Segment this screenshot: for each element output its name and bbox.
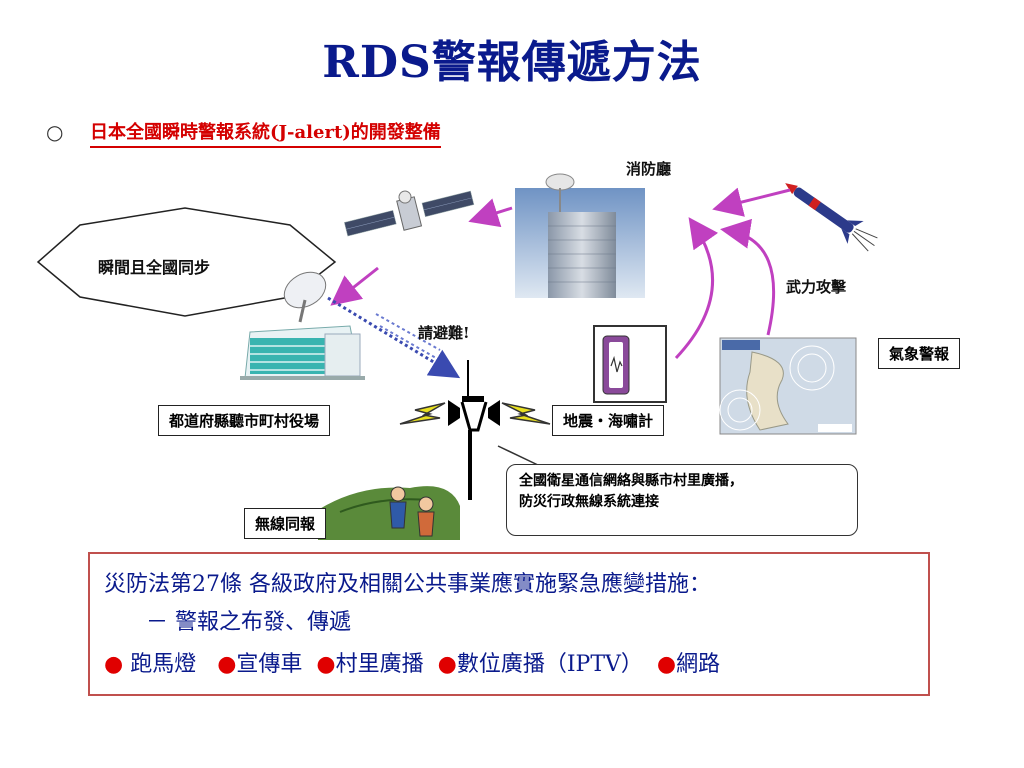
arrow-missile-to-fire: [712, 187, 791, 217]
arrow-weather-to-fire: [720, 218, 776, 336]
law-item: 宣傳車: [236, 652, 303, 677]
callout-network: 全國衛星通信網絡與縣市村里廣播， 防災行政無線系統連接: [506, 464, 858, 536]
law-item: 跑馬燈: [130, 652, 197, 677]
arrow-satellite-to-dish: [330, 266, 379, 306]
signal-dotted-1: [327, 296, 461, 379]
law-item: 網路: [676, 652, 721, 677]
satellite-dish-icon: [283, 271, 327, 323]
hikers-illustration: [318, 486, 460, 540]
callout-pointer: [497, 445, 541, 467]
law-item: 村里廣播: [335, 652, 424, 677]
bullet-dot: ●: [656, 652, 677, 677]
bullet-dot: ●: [104, 652, 124, 677]
bullet-dot: ●: [437, 652, 457, 677]
missile-icon: [785, 183, 878, 252]
signal-dotted-3: [379, 325, 437, 359]
label-wireless-broadcast: 無線同報: [244, 508, 327, 539]
label-municipal-office: 都道府縣聽市町村役場: [158, 405, 331, 436]
law-box: 災防法第27條 各級政府及相關公共事業應實施緊急應變措施： － 警報之布發、傳遞…: [88, 552, 930, 696]
speaker-tower-icon: [448, 360, 500, 500]
label-weather-warning: 氣象警報: [878, 338, 961, 369]
law-item: 數位廣播（IPTV）: [456, 652, 643, 677]
fire-agency-building: [515, 173, 645, 298]
subtitle: 日本全國瞬時警報系統(J-alert)的開發整備: [90, 118, 441, 148]
callout-line-1: 全國衛星通信網絡與縣市村里廣播，: [519, 473, 743, 489]
label-fire-agency: 消防廳: [626, 160, 672, 178]
law-line-2: － 警報之布發、傳遞: [146, 610, 351, 635]
lightning-left: [399, 402, 446, 425]
seismometer-icon: [593, 325, 667, 403]
label-armed-attack: 武力攻擊: [786, 278, 847, 296]
weather-map-image: [719, 337, 857, 435]
lightning-right: [501, 402, 551, 425]
bullet-dot: ●: [316, 652, 336, 677]
law-items-row: ● 跑馬燈 ●宣傳車 ●村里廣播 ●數位廣播（IPTV） ●網路: [104, 646, 720, 678]
arrow-quake-to-fire: [674, 217, 719, 360]
bullet-dot: ●: [217, 652, 237, 677]
bullet-circle: ○: [46, 120, 64, 144]
label-evacuate: 請避難!: [418, 324, 470, 342]
satellite-icon: [344, 190, 475, 237]
signal-dotted-2: [375, 313, 441, 351]
law-line-1: 災防法第27條 各級政府及相關公共事業應實施緊急應變措施：: [104, 572, 711, 597]
callout-line-2: 防災行政無線系統連接: [519, 494, 659, 510]
label-sync: 瞬間且全國同步: [98, 258, 211, 277]
page-title: RDS警報傳遞方法: [322, 37, 702, 88]
arrow-fire-to-satellite: [468, 198, 513, 228]
label-earthquake-tsunami: 地震・海嘯計: [552, 405, 665, 436]
municipal-building: [240, 325, 365, 380]
